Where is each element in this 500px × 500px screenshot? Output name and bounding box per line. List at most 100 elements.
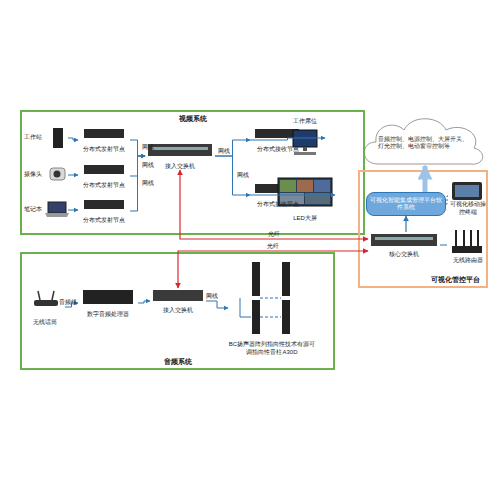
receiver-box: 分布式接收节点 — [250, 127, 305, 153]
device-box: 笔记本 — [24, 199, 68, 221]
led-tile — [305, 193, 330, 204]
device-icon — [84, 129, 124, 138]
connector — [68, 138, 78, 140]
band-title: 可视化管控平台 — [425, 273, 486, 287]
software-box: 可视化智能集成管理平台软件系统 — [366, 192, 446, 216]
device-box: 摄像头 — [24, 164, 68, 186]
mic-stem — [38, 291, 40, 300]
connector — [423, 166, 428, 192]
ports — [152, 147, 208, 150]
platform-band: 可视化管控平台 可视化智能集成管理平台软件系统可视化移动操控终端核心交换机无线路由… — [358, 170, 488, 288]
processor-icon — [83, 290, 133, 304]
switch-box: 核心交换机 — [368, 232, 440, 258]
connector — [215, 156, 250, 195]
laptop-icon — [48, 202, 66, 213]
node-label: 数字音频处理器 — [87, 311, 129, 319]
switch-icon — [153, 290, 203, 301]
split-wire — [240, 298, 241, 317]
antenna — [463, 230, 465, 246]
node-label: 分布式接收节点 — [257, 201, 299, 209]
node-label: 音频控制、电源控制、大屏开关、灯光控制、电动窗帘控制等 — [378, 136, 472, 151]
connector — [250, 138, 325, 140]
antenna — [477, 230, 479, 246]
mic-stem — [52, 291, 54, 300]
switch-box: 接入交换机 — [150, 288, 206, 314]
node-label: 分布式发射节点 — [83, 146, 125, 154]
router-box: 无线路由器 — [447, 226, 488, 264]
node-label: 核心交换机 — [389, 251, 419, 259]
device-icon — [84, 200, 124, 209]
cloud-shape — [364, 119, 482, 164]
connector — [178, 251, 368, 288]
antenna — [470, 230, 472, 246]
switch-box: 接入交换机 — [145, 142, 215, 170]
transmitter-box: 分布式发射节点 — [78, 163, 130, 189]
speaker-icon — [252, 262, 260, 296]
transmitter-box: 分布式发射节点 — [78, 198, 130, 224]
node-label: 可视化智能集成管理平台软件系统 — [369, 197, 443, 212]
speaker-icon — [282, 262, 290, 296]
node-label: 笔记本 — [24, 206, 42, 214]
node-label: 摄像头 — [24, 171, 42, 179]
tablet-box: 可视化移动操控终端 — [448, 176, 488, 216]
ports — [375, 237, 433, 240]
speaker-icon — [282, 300, 290, 334]
system-band: 视频系统工作站摄像头笔记本分布式发射节点分布式发射节点分布式发射节点接入交换机分… — [20, 110, 365, 235]
node-label: 可视化移动操控终端 — [448, 201, 488, 216]
device-box: 工作站 — [24, 127, 68, 149]
led-tile — [297, 180, 313, 192]
connector — [446, 196, 448, 204]
edge-label: 网线 — [142, 180, 154, 187]
node-label: 无线路由器 — [453, 257, 483, 265]
edge-label: 音频线 — [59, 299, 77, 306]
node-label: 分布式发射节点 — [83, 217, 125, 225]
connector — [68, 175, 78, 176]
mic-icon — [34, 300, 58, 306]
transmitter-box: 分布式发射节点 — [78, 127, 130, 153]
receiver-box: 分布式接收节点 — [250, 182, 305, 208]
cloud-box: 音频控制、电源控制、大屏开关、灯光控制、电动窗帘控制等 — [364, 118, 486, 166]
switch-icon — [148, 144, 212, 156]
edge-label: 网线 — [218, 148, 230, 155]
connector — [206, 301, 228, 308]
connector — [440, 245, 447, 246]
node-label: 分布式发射节点 — [83, 182, 125, 190]
split-wire — [240, 317, 251, 318]
band-title: 视频系统 — [173, 112, 213, 126]
speaker-icon — [252, 300, 260, 334]
tablet-icon — [452, 182, 482, 200]
stand — [303, 147, 307, 151]
camera-icon — [50, 168, 65, 180]
system-band: 音频系统无线话筒数字音频处理器接入交换机BC扬声器阵列指向性技术有源可调指向性音… — [20, 252, 335, 370]
edge-label: 网线 — [142, 144, 154, 151]
speaker-box: BC扬声器阵列指向性技术有源可调指向性音柱A30D — [228, 260, 316, 356]
node-label: LED大屏 — [293, 215, 317, 223]
switch-icon — [371, 234, 437, 246]
led-tile — [280, 180, 296, 192]
edge-label: 光纤 — [268, 231, 280, 238]
mic-box: 无线话筒 — [25, 288, 65, 326]
connector — [250, 195, 335, 196]
led-tile — [314, 180, 330, 192]
node-label: 分布式接收节点 — [257, 146, 299, 154]
node-label: 接入交换机 — [163, 307, 193, 315]
tablet-screen — [455, 185, 479, 197]
device-icon — [84, 165, 124, 174]
tower-icon — [53, 128, 63, 148]
node-label: 工作席位 — [293, 118, 317, 126]
antenna — [455, 230, 457, 246]
dash-wire — [260, 317, 281, 318]
router-icon — [452, 246, 482, 253]
connector — [138, 301, 150, 303]
edge-label: 网线 — [206, 293, 218, 300]
processor-box: 数字音频处理器 — [78, 288, 138, 318]
keyboard — [294, 152, 316, 155]
connector — [68, 210, 78, 211]
output-box: LED大屏 — [275, 170, 335, 222]
connector — [180, 170, 368, 239]
dash-wire — [260, 298, 281, 299]
device-icon — [255, 129, 299, 138]
laptop-base — [45, 213, 69, 217]
